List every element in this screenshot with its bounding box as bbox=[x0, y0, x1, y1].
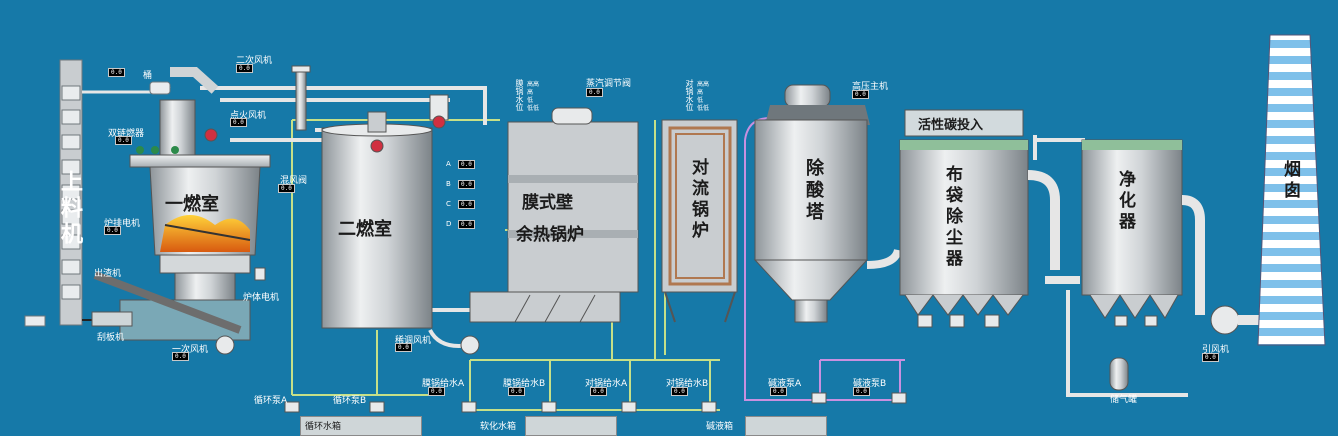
membrane-boiler-label-1: 膜式壁 bbox=[522, 193, 573, 213]
membrane-feed-b-readout: 0.0 bbox=[508, 387, 525, 396]
alkali-tank-label: 碱液箱 bbox=[706, 422, 734, 432]
fans bbox=[254, 267, 480, 355]
feeder-column bbox=[24, 59, 171, 327]
gauge-d-label: D bbox=[446, 220, 452, 228]
membrane-level-hh: 高高 bbox=[527, 81, 540, 88]
gauge-d-readout: 0.0 bbox=[458, 220, 475, 229]
secondary-fan-label: 二次风机 bbox=[236, 56, 273, 66]
steam-valve-label: 蒸汽调节阀 bbox=[586, 79, 632, 89]
furnace-motor-label: 炉排电机 bbox=[104, 219, 141, 229]
ignition-fan-label: 点火风机 bbox=[230, 111, 267, 121]
circ-tank-label: 循环水箱 bbox=[305, 422, 342, 432]
acid-tower-label: 除酸塔 bbox=[803, 158, 824, 224]
soft-tank bbox=[525, 416, 617, 436]
gauge-c-label: C bbox=[446, 200, 451, 208]
mix-valve-label: 混风阀 bbox=[280, 176, 308, 186]
soft-tank-label: 软化水箱 bbox=[480, 422, 517, 432]
dilute-fan-label: 稀调风机 bbox=[395, 336, 432, 346]
feeder-label: 上料机 bbox=[57, 170, 82, 248]
furnace-motor-readout: 0.0 bbox=[104, 226, 121, 235]
dual-burner-label: 双链燃器 bbox=[108, 129, 145, 139]
alkali-pump-b-label: 碱液泵B bbox=[853, 379, 887, 389]
gauge-c-readout: 0.0 bbox=[458, 200, 475, 209]
dual-burner-readout: 0.0 bbox=[115, 136, 132, 145]
secondary-fan-readout: 0.0 bbox=[236, 64, 253, 73]
membrane-feed-b-label: 膜锅给水B bbox=[503, 379, 546, 389]
slag-machine-label: 出渣机 bbox=[94, 269, 122, 279]
membrane-level-l: 低 bbox=[527, 97, 534, 104]
circ-pump-b-label: 循环泵B bbox=[333, 396, 367, 406]
membrane-boiler-label-2: 余热锅炉 bbox=[516, 225, 584, 245]
first-chamber-label: 一燃室 bbox=[165, 194, 219, 215]
primary-fan-readout: 0.0 bbox=[172, 352, 189, 361]
gauge-a-readout: 0.0 bbox=[458, 160, 475, 169]
alkali-pump-a-label: 碱液泵A bbox=[768, 379, 802, 389]
membrane-feed-a-readout: 0.0 bbox=[428, 387, 445, 396]
convection-feed-a-label: 对锅给水A bbox=[585, 379, 628, 389]
convection-level-h: 高 bbox=[697, 89, 704, 96]
gas-tank-label: 储气罐 bbox=[1110, 395, 1138, 405]
membrane-feed-a-label: 膜锅给水A bbox=[422, 379, 465, 389]
convection-feed-b-readout: 0.0 bbox=[671, 387, 688, 396]
first-chamber bbox=[91, 67, 271, 355]
gauge-b-readout: 0.0 bbox=[458, 180, 475, 189]
high-pressure-fan-readout: 0.0 bbox=[852, 90, 869, 99]
high-pressure-fan-label: 高压主机 bbox=[852, 82, 889, 92]
membrane-water-level-label: 膜锅水位 bbox=[515, 79, 524, 111]
gauge-b-label: B bbox=[446, 180, 451, 188]
second-chamber bbox=[291, 65, 449, 329]
steam-valve-readout: 0.0 bbox=[586, 88, 603, 97]
alkali-tank bbox=[745, 416, 827, 436]
purifier-label: 净化器 bbox=[1115, 170, 1135, 233]
alkali-pipes bbox=[744, 117, 905, 401]
scraper-label: 刮板机 bbox=[97, 333, 125, 343]
silo-label: 桶 bbox=[143, 71, 153, 81]
alkali-pump-b-readout: 0.0 bbox=[853, 387, 870, 396]
membrane-level-h: 高 bbox=[527, 89, 534, 96]
bag-filter bbox=[899, 109, 1080, 328]
silo-readout: 0.0 bbox=[108, 68, 125, 77]
alkali-pump-a-readout: 0.0 bbox=[770, 387, 787, 396]
convection-boiler bbox=[661, 119, 738, 323]
activated-carbon-label: 活性碳投入 bbox=[918, 118, 984, 133]
convection-water-level-label: 对锅水位 bbox=[685, 79, 694, 111]
circ-pump-a-label: 循环泵A bbox=[254, 396, 288, 406]
chimney bbox=[1257, 34, 1326, 346]
induced-fan-readout: 0.0 bbox=[1202, 353, 1219, 362]
chimney-label: 烟囱 bbox=[1280, 160, 1300, 202]
convection-feed-b-label: 对锅给水B bbox=[666, 379, 709, 389]
convection-level-hh: 高高 bbox=[697, 81, 710, 88]
convection-level-ll: 低低 bbox=[697, 105, 710, 112]
purifier bbox=[1081, 139, 1265, 391]
dilute-fan-readout: 0.0 bbox=[395, 343, 412, 352]
ignition-fan-readout: 0.0 bbox=[230, 118, 247, 127]
convection-feed-a-readout: 0.0 bbox=[590, 387, 607, 396]
induced-fan-label: 引风机 bbox=[1202, 345, 1230, 355]
primary-fan-label: 一次风机 bbox=[172, 345, 209, 355]
second-chamber-label: 二燃室 bbox=[338, 219, 392, 240]
pumps bbox=[284, 392, 907, 413]
gauge-a-label: A bbox=[446, 160, 451, 168]
acid-tower bbox=[753, 84, 902, 323]
furnace-motor-2-label: 炉体电机 bbox=[243, 293, 280, 303]
convection-boiler-label: 对流锅炉 bbox=[688, 158, 708, 242]
mix-valve-readout: 0.0 bbox=[278, 184, 295, 193]
membrane-level-ll: 低低 bbox=[527, 105, 540, 112]
membrane-boiler bbox=[469, 107, 639, 323]
bag-filter-label: 布袋除尘器 bbox=[942, 165, 962, 270]
convection-level-l: 低 bbox=[697, 97, 704, 104]
